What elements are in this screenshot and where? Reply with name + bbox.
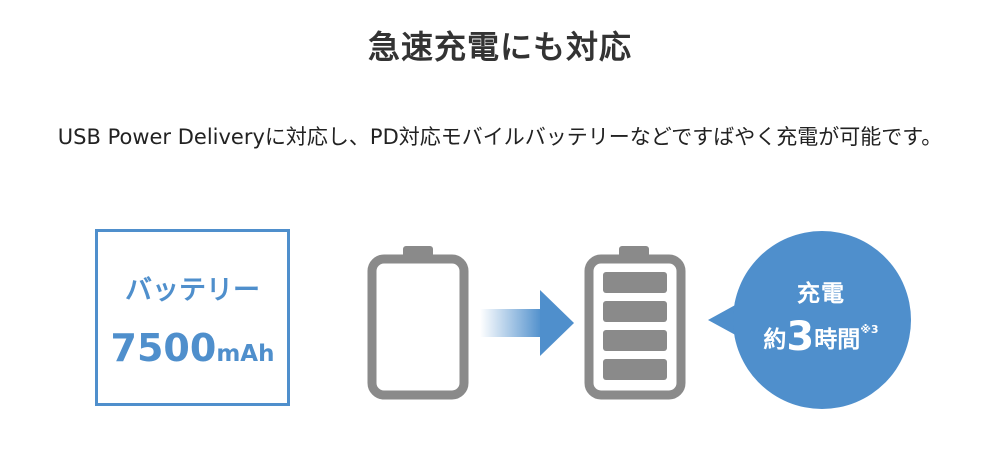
bubble-charge-label: 充電 <box>797 281 845 307</box>
speech-bubble <box>708 231 911 409</box>
capacity-value: 7500mAh <box>98 326 287 370</box>
bubble-charge-time: 約3時間※3 <box>735 314 907 360</box>
full-battery-icon <box>584 246 686 400</box>
feature-description: USB Power Deliveryに対応し、PD対応モバイルバッテリーなどです… <box>57 125 943 149</box>
section-heading: 急速充電にも対応 <box>367 28 632 66</box>
bubble-suffix: 時間 <box>814 327 861 353</box>
capacity-unit: mAh <box>216 341 275 367</box>
battery-capacity-box: バッテリー 7500mAh <box>95 229 290 406</box>
bubble-hours-number: 3 <box>786 314 815 360</box>
empty-battery-icon <box>367 246 469 400</box>
capacity-label: バッテリー <box>125 275 260 306</box>
arrow-right-icon <box>480 290 574 356</box>
capacity-number: 7500 <box>110 326 217 370</box>
battery-cell <box>603 272 667 293</box>
battery-cell <box>603 330 667 351</box>
battery-cell <box>603 359 667 380</box>
bubble-prefix: 約 <box>763 327 787 353</box>
battery-cell <box>603 301 667 322</box>
footnote-marker: ※3 <box>860 323 879 336</box>
